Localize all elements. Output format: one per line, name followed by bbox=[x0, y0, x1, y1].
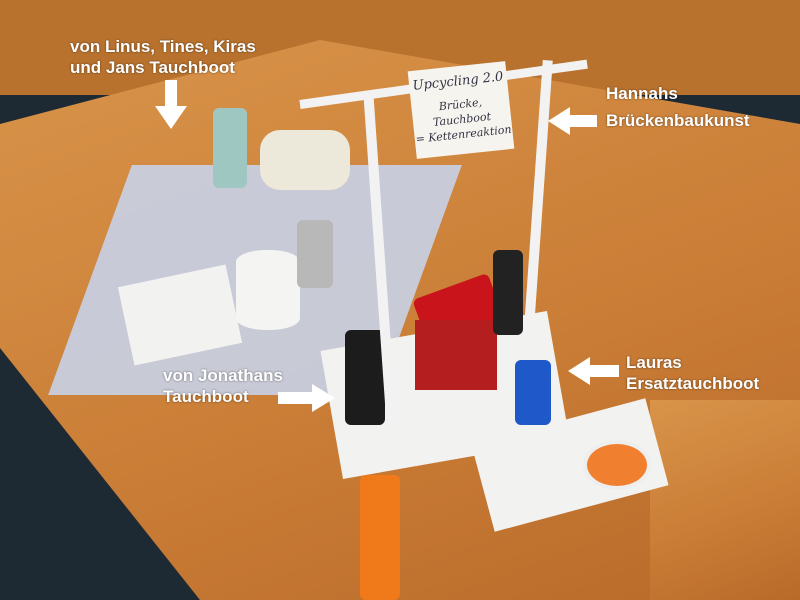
blue-bottle bbox=[515, 360, 551, 425]
label-jonathan-line2: Tauchboot bbox=[163, 387, 249, 406]
sign-line-1: Upcycling 2.0 bbox=[411, 69, 505, 94]
orange-bowl bbox=[583, 440, 651, 490]
upcycling-sign: Upcycling 2.0 Brücke, Tauchboot = Ketten… bbox=[407, 61, 515, 159]
label-laura: Lauras Ersatztauchboot bbox=[626, 352, 759, 394]
label-hannah-line2: Brückenbaukunst bbox=[606, 111, 750, 130]
label-hannah-line1: Hannahs bbox=[606, 84, 678, 103]
label-laura-line2: Ersatztauchboot bbox=[626, 374, 760, 393]
arrow-right-icon bbox=[278, 384, 335, 412]
red-box bbox=[415, 320, 497, 390]
orange-tube bbox=[360, 475, 400, 600]
arrow-left-icon bbox=[568, 357, 619, 385]
black-can bbox=[345, 330, 385, 425]
label-jonathan: von Jonathans Tauchboot bbox=[163, 365, 283, 407]
cloth-bag bbox=[260, 130, 350, 190]
label-linus-line2: und Jans Tauchboot bbox=[70, 58, 235, 77]
label-jonathan-line1: von Jonathans bbox=[163, 366, 283, 385]
arrow-left-icon bbox=[548, 107, 597, 135]
label-hannah: Hannahs Brückenbaukunst bbox=[606, 83, 750, 131]
water-bottle bbox=[213, 108, 247, 188]
label-linus-line1: von Linus, Tines, Kiras bbox=[70, 37, 256, 56]
silver-can bbox=[297, 220, 333, 288]
table-right bbox=[650, 400, 800, 600]
arrow-down-icon bbox=[155, 80, 187, 129]
toilet-roll bbox=[236, 250, 300, 330]
black-can-back bbox=[493, 250, 523, 335]
label-linus: von Linus, Tines, Kiras und Jans Tauchbo… bbox=[70, 36, 256, 78]
label-laura-line1: Lauras bbox=[626, 353, 682, 372]
